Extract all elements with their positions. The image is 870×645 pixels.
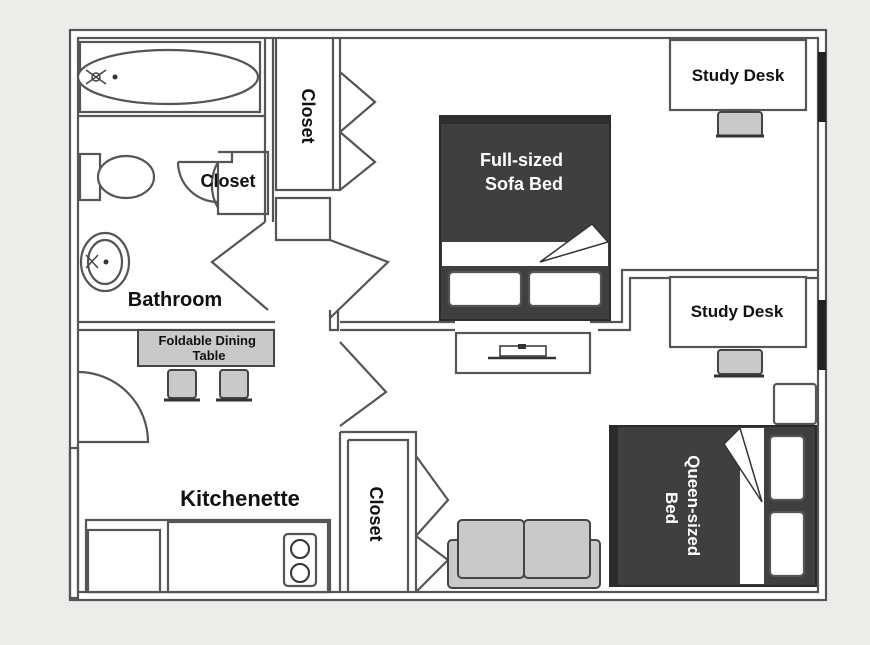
- bathroom-closet-door: [210, 161, 219, 209]
- study-desk-top-label: Study Desk: [692, 66, 785, 85]
- queen-bed-fold: [723, 426, 763, 503]
- hall-wall-mid: [328, 310, 340, 332]
- sofa-bed-fold: [539, 222, 610, 263]
- tv-icon: [488, 344, 556, 360]
- faucet-icon: [85, 69, 118, 85]
- sofa-bed-label: Full-sized Sofa Bed: [480, 150, 568, 194]
- bottom-closet-wall: [338, 430, 418, 592]
- fridge: [86, 528, 162, 594]
- dining-table-label: Foldable Dining Table: [158, 333, 259, 363]
- bathtub-basin: [76, 48, 260, 106]
- bathroom-closet-label: Closet: [200, 171, 255, 191]
- bedroom-divider: [340, 320, 455, 332]
- nightstand: [772, 382, 818, 426]
- study-desk-bottom-label: Study Desk: [691, 302, 784, 321]
- pillow: [527, 270, 603, 308]
- bathroom-label: Bathroom: [128, 289, 222, 311]
- study-desk-bottom: [668, 275, 808, 349]
- queen-bed-label: Queen-sized Bed: [662, 455, 703, 561]
- pillow: [768, 434, 806, 502]
- chair-icon: [164, 369, 200, 402]
- kitchen-wall-block: [68, 446, 80, 600]
- toilet-icon: [78, 152, 156, 202]
- pillow: [768, 510, 806, 578]
- chair-icon: [714, 349, 764, 378]
- window-bottom: [818, 300, 826, 370]
- top-closet-wall: [274, 38, 342, 192]
- sofa-icon: [447, 519, 601, 589]
- sofa-bed-label-line1: Full-sized: [480, 150, 563, 170]
- chair-icon: [216, 369, 252, 402]
- top-closet-door: [339, 71, 377, 191]
- bathroom-door: [210, 221, 269, 311]
- queen-bed-label-line1: Queen-sized: [684, 455, 703, 556]
- bedroom-door: [339, 341, 388, 427]
- bathroom-right-wall: [263, 38, 275, 222]
- dining-table: [137, 329, 275, 367]
- study-desk-top: [668, 38, 808, 112]
- kitchenette-label: Kitchenette: [180, 486, 300, 511]
- sink-icon: [79, 231, 131, 293]
- bottom-closet-label: Closet: [366, 486, 386, 541]
- top-closet-label: Closet: [298, 88, 318, 143]
- pillow: [447, 270, 523, 308]
- stove-icon: [282, 532, 318, 588]
- sofa-bed-label-line2: Sofa Bed: [485, 174, 563, 194]
- bathroom-closet-wall: [216, 150, 270, 216]
- chair-icon: [716, 111, 764, 138]
- hall-door: [329, 238, 391, 319]
- kitchen-door: [77, 370, 150, 444]
- window-top: [818, 52, 826, 122]
- dining-table-label-line2: Table: [193, 348, 226, 363]
- queen-bed-label-line2: Bed: [662, 492, 681, 524]
- dining-table-label-line1: Foldable Dining: [158, 333, 256, 348]
